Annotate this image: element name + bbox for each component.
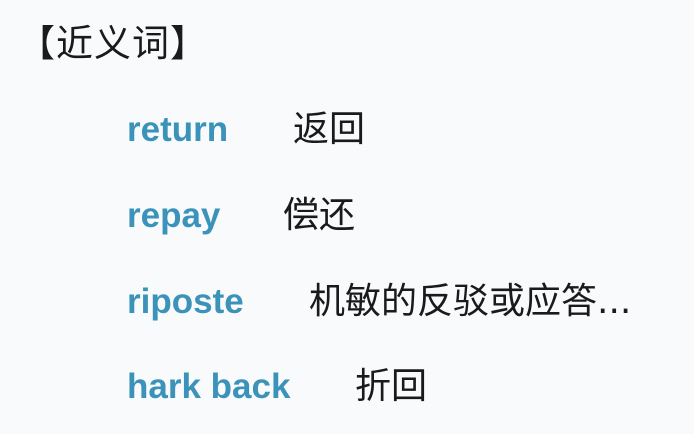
synonym-word[interactable]: return bbox=[127, 110, 229, 149]
synonym-meaning: 折回 bbox=[355, 366, 428, 407]
synonym-word[interactable]: riposte bbox=[127, 282, 244, 321]
synonym-word[interactable]: hark back bbox=[127, 367, 291, 406]
synonym-meaning: 偿还 bbox=[283, 195, 356, 236]
synonym-word[interactable]: repay bbox=[127, 196, 221, 235]
synonym-meaning: 机敏的反驳或应答... bbox=[309, 281, 632, 322]
synonym-meaning: 返回 bbox=[293, 109, 366, 150]
section-title: 【近义词】 bbox=[18, 22, 208, 65]
